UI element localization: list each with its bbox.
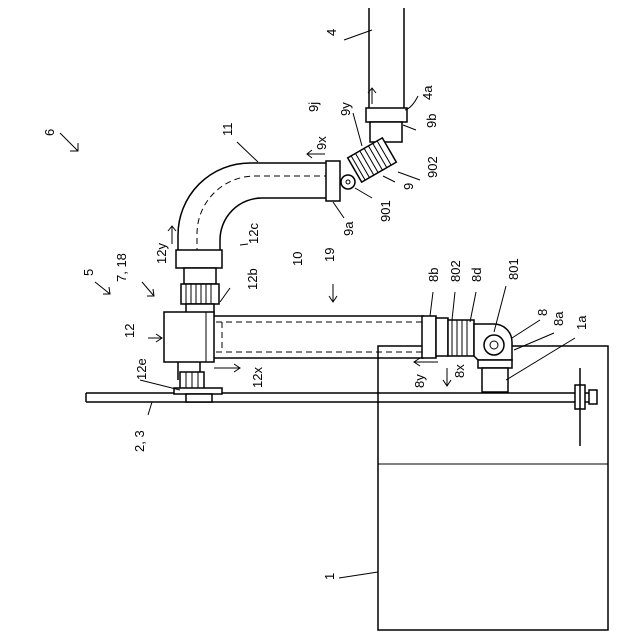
reference-labels: 4 4a 9j 9y 9b 6 11 9x 902 9 901 9a 12c 1… — [42, 29, 589, 580]
label-802: 802 — [448, 260, 463, 282]
pipe-10 — [214, 316, 436, 358]
pipe-11 — [176, 161, 340, 284]
label-9j: 9j — [306, 102, 321, 112]
label-5: 5 — [81, 269, 96, 276]
base-plate — [86, 368, 597, 446]
label-12x: 12x — [250, 367, 265, 388]
label-10: 10 — [290, 252, 305, 266]
label-1: 1 — [322, 573, 337, 580]
label-11: 11 — [220, 123, 235, 137]
pipe-4 — [366, 8, 407, 142]
label-8: 8 — [535, 309, 550, 316]
label-2-3: 2, 3 — [132, 430, 147, 452]
hinge-901 — [341, 175, 355, 189]
label-8a: 8a — [551, 311, 566, 326]
label-6: 6 — [42, 129, 57, 136]
label-8d: 8d — [469, 268, 484, 282]
label-9a: 9a — [341, 221, 356, 236]
label-8b: 8b — [426, 268, 441, 282]
label-12: 12 — [122, 324, 137, 338]
label-4a: 4a — [420, 85, 435, 100]
connector-12b — [181, 284, 219, 314]
label-12y: 12y — [154, 243, 169, 264]
label-7-18: 7, 18 — [114, 253, 129, 282]
label-12b: 12b — [245, 268, 260, 290]
joint-9 — [348, 138, 397, 182]
label-901: 901 — [378, 200, 393, 222]
label-801: 801 — [506, 258, 521, 280]
label-902: 902 — [425, 156, 440, 178]
label-12c: 12c — [246, 223, 261, 244]
label-9: 9 — [401, 183, 416, 190]
label-4: 4 — [324, 29, 339, 36]
label-19: 19 — [322, 248, 337, 262]
label-9y: 9y — [338, 102, 353, 116]
label-9x: 9x — [314, 136, 329, 150]
label-8y: 8y — [412, 374, 427, 388]
label-12e: 12e — [134, 358, 149, 380]
label-9b: 9b — [424, 114, 439, 128]
label-8x: 8x — [452, 364, 467, 378]
label-1a: 1a — [574, 315, 589, 330]
